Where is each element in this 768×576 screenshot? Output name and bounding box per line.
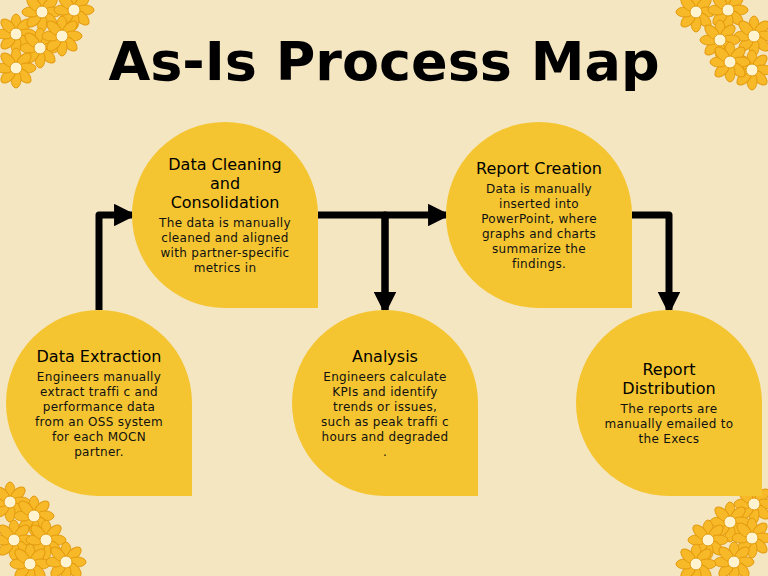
slide-title: As-Is Process Map	[94, 30, 674, 94]
step-heading: Data Cleaning and Consolidation	[158, 155, 292, 212]
step-heading: Report Distribution	[602, 360, 736, 398]
circle-outline	[576, 310, 762, 496]
process-circle: Data ExtractionEngineers manually extrac…	[6, 310, 192, 496]
process-circle: AnalysisEngineers calculate KPIs and ide…	[292, 310, 478, 496]
flow-arrow	[99, 215, 132, 310]
step-description: The data is manually cleaned and aligned…	[158, 216, 292, 276]
process-circle: Report DistributionThe reports are manua…	[576, 310, 762, 496]
step-heading: Report Creation	[472, 159, 606, 178]
flow-arrow	[318, 215, 385, 310]
step-description: Data is manually inserted into PowerPoin…	[472, 182, 606, 272]
process-circle: Report CreationData is manually inserted…	[446, 122, 632, 308]
circle-shape	[132, 122, 318, 308]
circle-outline	[446, 122, 632, 308]
step-description: Engineers calculate KPIs and identify tr…	[318, 370, 452, 460]
flow-arrow	[632, 215, 669, 310]
step-description: Engineers manually extract traffi c and …	[32, 370, 166, 460]
circle-outline	[292, 310, 478, 496]
step-heading: Data Extraction	[32, 347, 166, 366]
circle-outline	[6, 310, 192, 496]
circle-outline	[132, 122, 318, 308]
step-heading: Analysis	[318, 347, 452, 366]
flow-arrow	[385, 215, 446, 310]
process-circle: Data Cleaning and ConsolidationThe data …	[132, 122, 318, 308]
step-description: The reports are manually emailed to the …	[602, 402, 736, 447]
